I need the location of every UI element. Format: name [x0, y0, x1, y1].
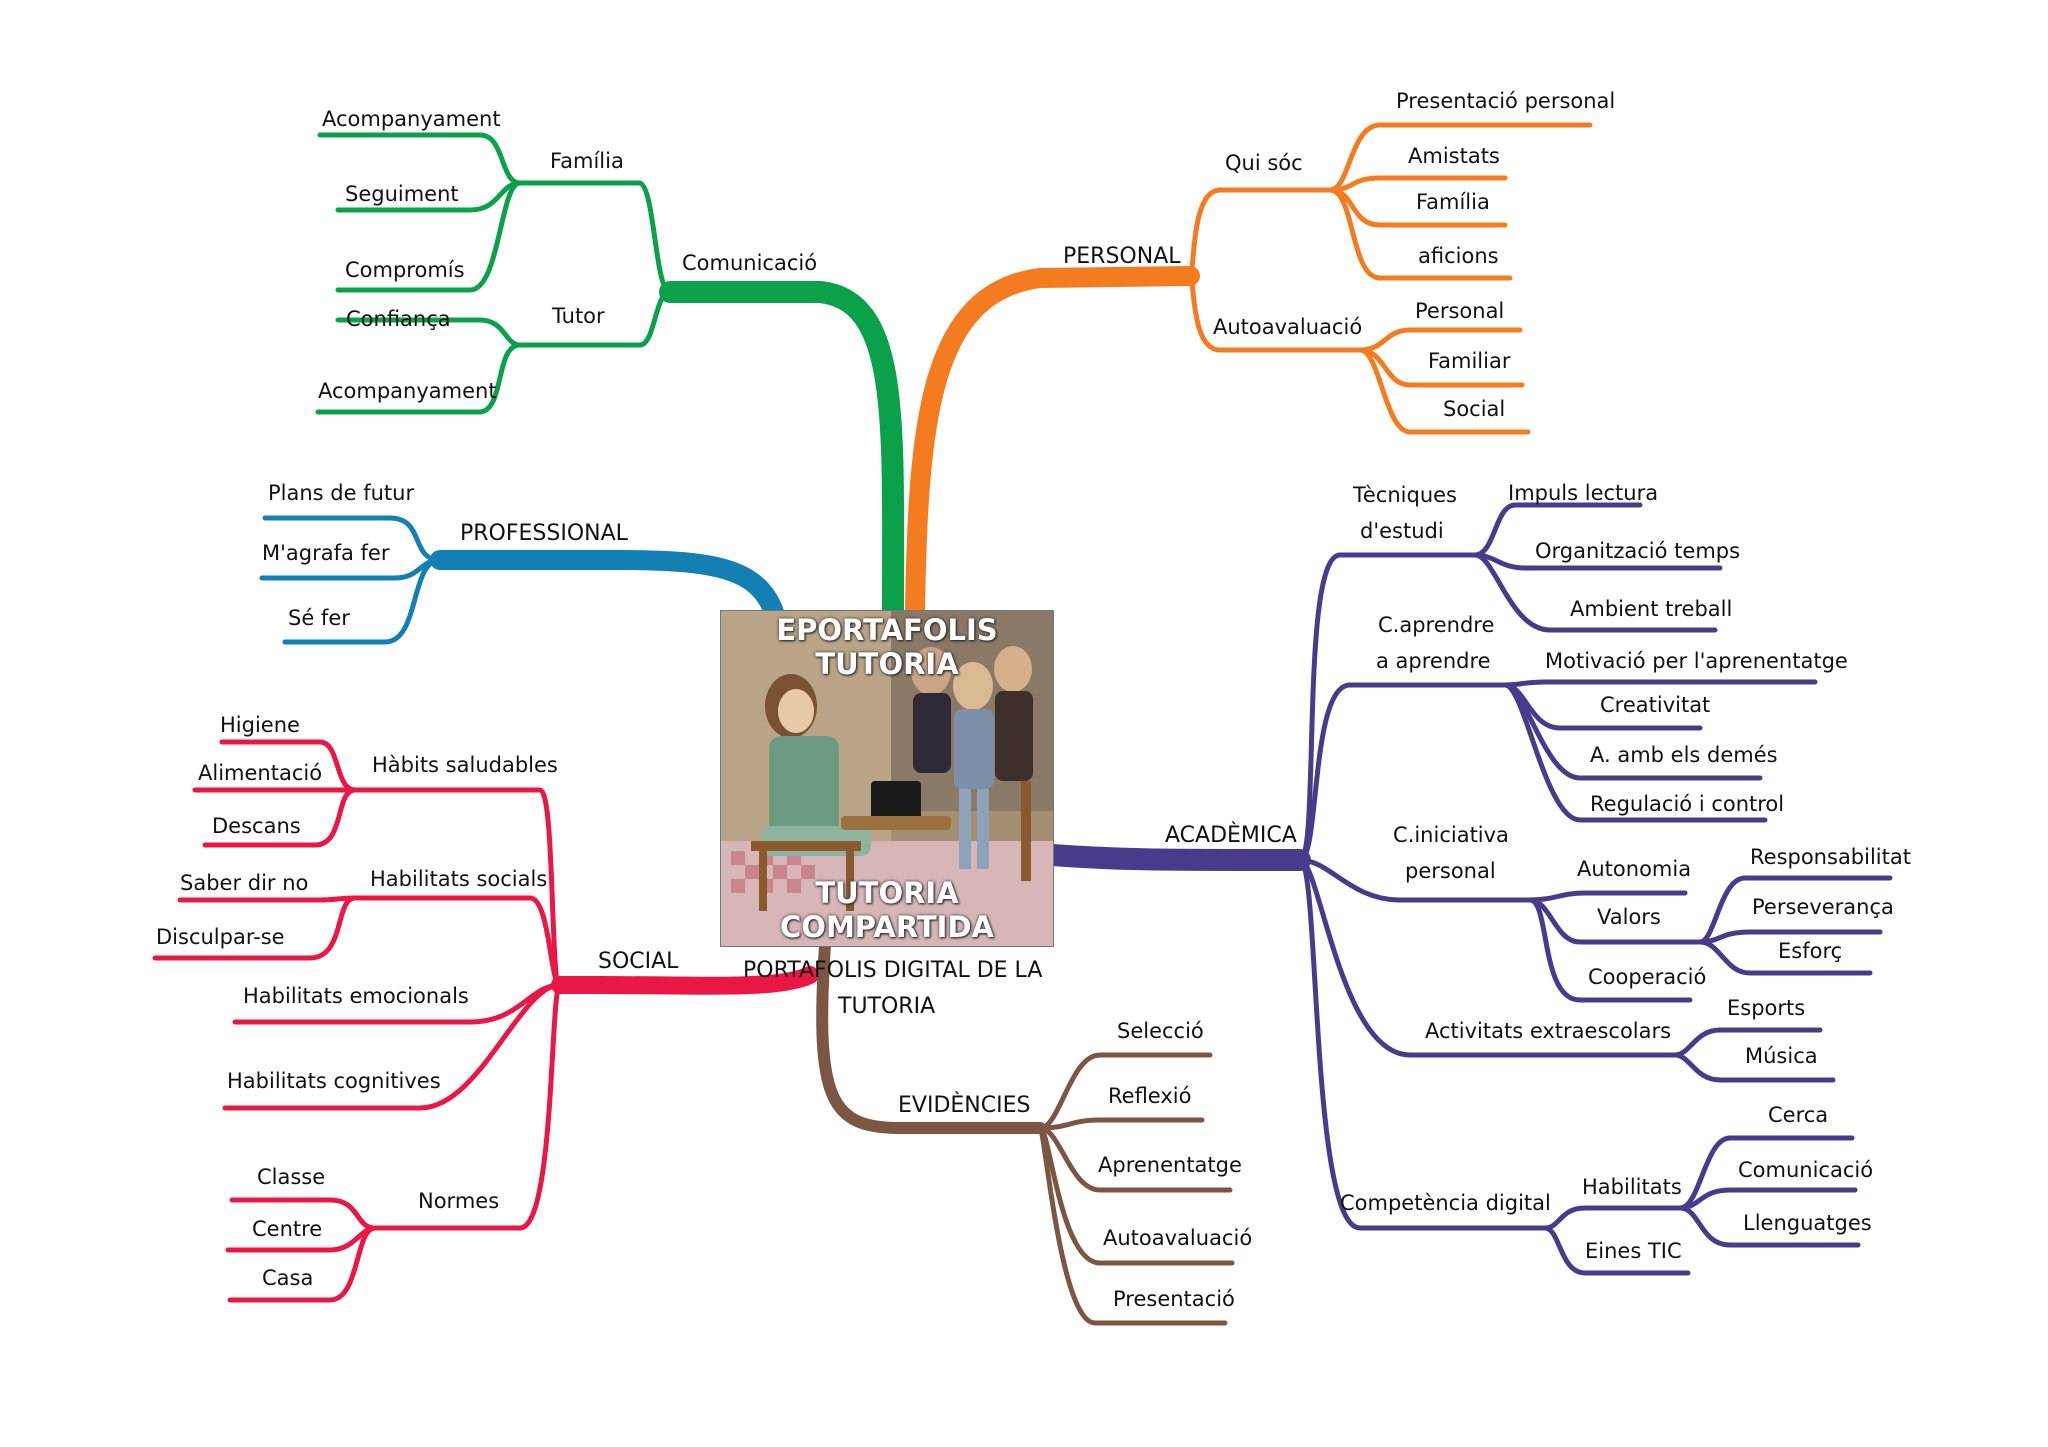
main-branches	[430, 266, 1311, 1134]
leaf-llenguatges: Llenguatges	[1743, 1211, 1872, 1235]
label-social: SOCIAL	[598, 949, 679, 974]
label-valors: Valors	[1597, 905, 1661, 929]
leaf-tutor-confianca: Confiança	[346, 307, 451, 331]
leaf-saber-dir-no: Saber dir no	[180, 871, 308, 895]
leaf-autoavaluacio-evidencies: Autoavaluació	[1103, 1226, 1252, 1250]
label-iniciativa-line2: personal	[1405, 859, 1496, 883]
leaf-social-personal: Social	[1443, 397, 1505, 421]
label-tecniques-line2: d'estudi	[1360, 519, 1444, 543]
leaf-classe: Classe	[257, 1165, 325, 1189]
leaf-aprenentatge: Aprenentatge	[1098, 1153, 1242, 1177]
leaf-esforc: Esforç	[1778, 939, 1842, 963]
leaf-creativitat: Creativitat	[1600, 693, 1710, 717]
leaf-se-fer: Sé fer	[288, 606, 350, 630]
leaf-disculpar-se: Disculpar-se	[156, 925, 285, 949]
center-caption-line2: TUTORIA	[837, 994, 935, 1019]
leaf-impuls-lectura: Impuls lectura	[1508, 481, 1658, 505]
leaf-regulacio-control: Regulació i control	[1590, 792, 1784, 816]
leaf-descans: Descans	[212, 814, 301, 838]
group-evidencies	[1037, 1052, 1235, 1326]
leaf-cooperacio: Cooperació	[1588, 965, 1706, 989]
group-academica	[1297, 502, 1893, 1276]
leaf-presentacio-personal: Presentació personal	[1396, 89, 1615, 113]
photo-title-bottom: TUTORIA COMPARTIDA	[780, 876, 994, 944]
branch-social	[551, 966, 819, 995]
label-academica: ACADÈMICA	[1165, 822, 1297, 848]
leaf-eines-tic: Eines TIC	[1585, 1239, 1682, 1263]
leaf-familiar: Familiar	[1428, 349, 1511, 373]
leaf-familia-acompanyament: Acompanyament	[322, 107, 501, 131]
center-caption-line1: PORTAFOLIS DIGITAL DE LA	[743, 958, 1042, 983]
label-habilitats-digital: Habilitats	[1582, 1175, 1682, 1199]
branch-professional	[430, 550, 785, 625]
leaf-magrafa-fer: M'agrafa fer	[262, 541, 390, 565]
leaf-casa: Casa	[262, 1266, 313, 1290]
leaf-familia-seguiment: Seguiment	[345, 182, 459, 206]
branch-academica	[1041, 844, 1311, 871]
photo-title-top: EPORTAFOLIS TUTORIA	[776, 613, 998, 681]
leaf-seleccio: Selecció	[1117, 1019, 1204, 1043]
leaf-familia-personal: Família	[1416, 190, 1490, 214]
label-qui-soc: Qui sóc	[1225, 151, 1303, 175]
label-familia: Família	[550, 149, 624, 173]
branch-personal	[905, 266, 1200, 622]
group-social	[152, 739, 563, 1303]
group-personal	[1187, 122, 1593, 435]
leaf-plans-de-futur: Plans de futur	[268, 481, 414, 505]
branch-evidencies	[816, 939, 1046, 1134]
group-comunicacio	[315, 132, 673, 415]
label-habilitats-cognitives: Habilitats cognitives	[227, 1069, 441, 1093]
leaf-reflexio: Reflexió	[1108, 1084, 1191, 1108]
label-iniciativa-line1: C.iniciativa	[1393, 823, 1509, 847]
center-photo: EPORTAFOLIS TUTORIA TUTORIA COMPARTIDA	[720, 610, 1054, 947]
branch-comunicacio	[659, 281, 905, 623]
label-competencia-digital: Competència digital	[1340, 1191, 1551, 1215]
label-tecniques-line1: Tècniques	[1352, 483, 1457, 507]
leaf-amistats: Amistats	[1408, 144, 1500, 168]
label-autoavaluacio-personal: Autoavaluació	[1213, 315, 1362, 339]
leaf-tutor-acompanyament: Acompanyament	[318, 379, 497, 403]
leaf-alimentacio: Alimentació	[198, 761, 322, 785]
leaf-ambient-treball: Ambient treball	[1570, 597, 1732, 621]
label-evidencies: EVIDÈNCIES	[898, 1092, 1030, 1118]
photo-scene	[721, 611, 1053, 946]
label-tutor: Tutor	[551, 304, 605, 328]
label-comunicacio: Comunicació	[682, 251, 817, 275]
leaf-presentacio: Presentació	[1113, 1287, 1235, 1311]
label-personal: PERSONAL	[1063, 244, 1181, 269]
label-habilitats-socials: Habilitats socials	[370, 867, 547, 891]
label-activitats-extraescolars: Activitats extraescolars	[1425, 1019, 1671, 1043]
leaf-esports: Esports	[1727, 996, 1805, 1020]
leaf-motivacio: Motivació per l'aprenentatge	[1545, 649, 1848, 673]
leaf-centre: Centre	[252, 1217, 322, 1241]
leaf-comunicacio-digital: Comunicació	[1738, 1158, 1873, 1182]
label-normes: Normes	[418, 1189, 499, 1213]
leaf-perseveranca: Perseverança	[1752, 895, 1894, 919]
leaf-autonomia: Autonomia	[1577, 857, 1691, 881]
label-aprendre-line2: a aprendre	[1376, 649, 1491, 673]
label-habilitats-emocionals: Habilitats emocionals	[243, 984, 469, 1008]
label-aprendre-line1: C.aprendre	[1378, 613, 1494, 637]
leaf-amb-els-demes: A. amb els demés	[1590, 743, 1778, 767]
leaf-cerca: Cerca	[1768, 1103, 1828, 1127]
leaf-personal: Personal	[1415, 299, 1504, 323]
leaf-higiene: Higiene	[220, 713, 300, 737]
group-professional	[259, 515, 443, 645]
leaf-aficions: aficions	[1418, 244, 1499, 268]
leaf-responsabilitat: Responsabilitat	[1750, 845, 1911, 869]
leaf-familia-compromis: Compromís	[345, 258, 465, 282]
leaf-musica: Música	[1745, 1044, 1818, 1068]
label-professional: PROFESSIONAL	[460, 521, 629, 546]
label-habits-saludables: Hàbits saludables	[372, 753, 558, 777]
leaf-organitzacio-temps: Organització temps	[1535, 539, 1740, 563]
